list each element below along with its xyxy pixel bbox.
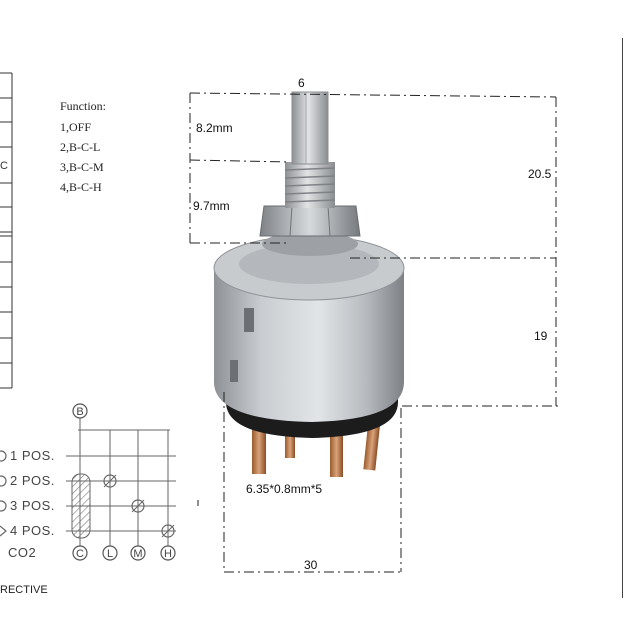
housing-top-ring xyxy=(239,244,379,284)
dim-shaft-width: 6 xyxy=(298,76,305,90)
position-label-1: 1 POS. xyxy=(10,448,55,463)
terminal-b-label: B xyxy=(76,406,83,418)
terminal-h-label: H xyxy=(164,548,172,560)
switch-housing xyxy=(214,268,404,422)
function-line-2: 2,B-C-L xyxy=(60,140,101,154)
contact-marker xyxy=(131,499,145,513)
terminal-l-circle xyxy=(102,545,118,561)
terminal-b-circle xyxy=(72,403,88,419)
function-line-3: 3,B-C-M xyxy=(60,160,104,174)
dim-terminal-size: 6.35*0.8mm*5 xyxy=(246,482,323,496)
terminal-pin xyxy=(285,420,295,458)
terminal-m-circle xyxy=(130,545,146,561)
table-cell-fragment: C xyxy=(0,160,8,172)
common-contact-bar xyxy=(71,473,91,539)
dim-shaft-length: 8.2mm xyxy=(196,121,233,135)
terminal-pin xyxy=(330,425,343,477)
function-line-1: 1,OFF xyxy=(60,120,92,134)
housing-slot xyxy=(230,360,238,382)
function-heading: Function: xyxy=(60,99,107,113)
position-label-4: 4 POS. xyxy=(10,523,55,538)
washer xyxy=(262,232,358,256)
shaft xyxy=(291,91,329,165)
function-line-4: 4,B-C-H xyxy=(60,180,102,194)
position-label-2: 2 POS. xyxy=(10,473,55,488)
dim-body-height: 19 xyxy=(534,329,548,343)
dim-total-height: 20.5 xyxy=(528,167,552,181)
dim-thread-length: 9.7mm xyxy=(193,199,230,213)
contact-marker xyxy=(103,474,117,488)
right-border xyxy=(622,38,623,598)
position-label-3: 3 POS. xyxy=(10,498,55,513)
terminal-c-circle xyxy=(72,545,88,561)
model-label: CO2 xyxy=(8,545,37,560)
footer-text: RECTIVE xyxy=(0,584,48,596)
terminal-l-label: L xyxy=(107,548,113,560)
terminal-m-label: M xyxy=(133,548,142,560)
terminal-h-circle xyxy=(160,545,176,561)
contact-marker xyxy=(161,524,175,538)
housing-slot xyxy=(244,308,254,332)
left-table-fragment xyxy=(0,72,13,389)
terminal-c-label: C xyxy=(76,548,84,560)
dim-body-diameter: 30 xyxy=(304,558,318,572)
